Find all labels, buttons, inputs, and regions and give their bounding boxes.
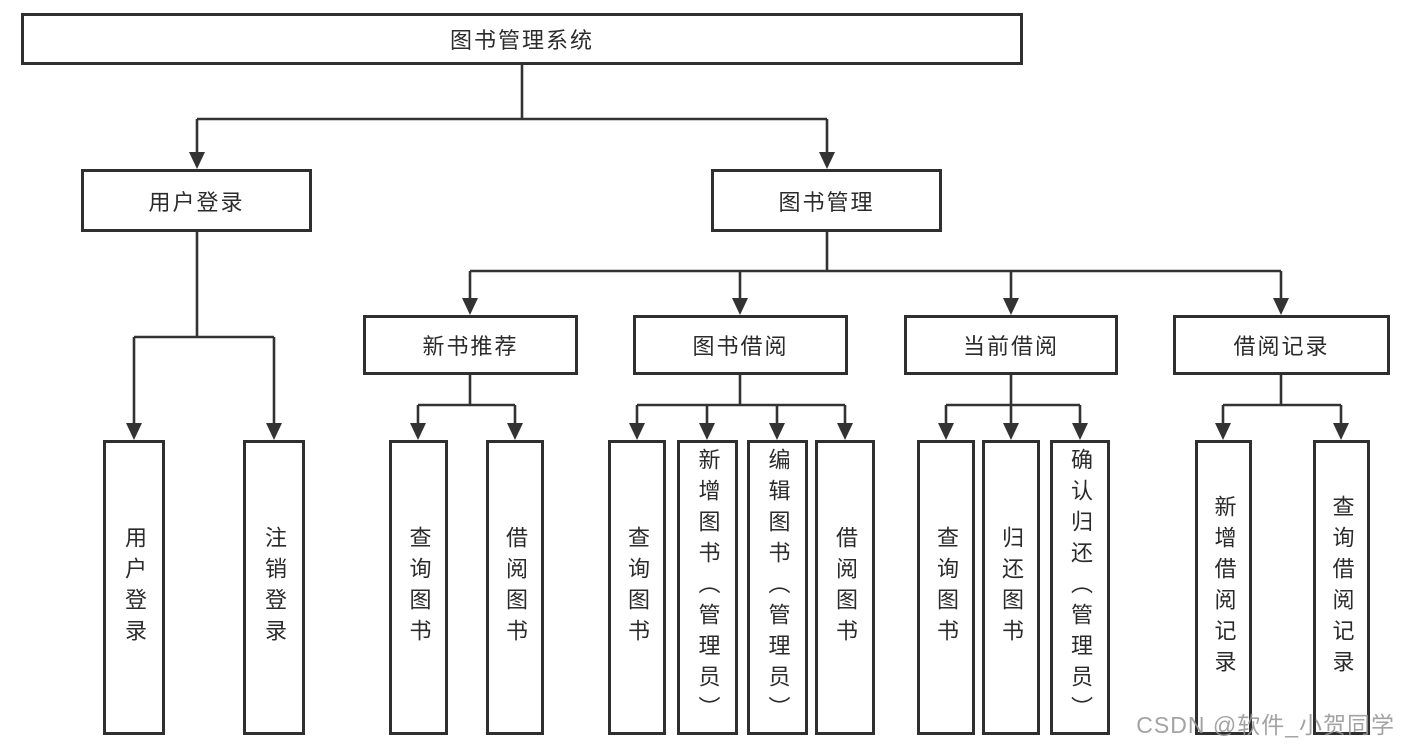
node-label: 查询借阅记录 [1329,494,1355,681]
leaf-borrow-books-borrowing: 借阅图书 [815,440,875,735]
leaf-logout: 注销登录 [243,440,305,735]
leaf-query-books-borrowing: 查询图书 [608,440,666,735]
node-label: 图书借阅 [692,334,789,359]
leaf-add-books-admin: 新增图书（管理员） [677,440,738,735]
node-label: 借阅图书 [833,525,858,650]
leaf-edit-books-admin: 编辑图书（管理员） [747,440,808,735]
node-label: 查询图书 [934,525,959,650]
node-current-borrowing: 当前借阅 [904,315,1118,375]
leaf-return-books: 归还图书 [982,440,1040,735]
node-label: 图书管理系统 [449,28,594,53]
node-library-management-system: 图书管理系统 [21,13,1023,65]
node-label: 确认归还（管理员） [1068,448,1093,727]
node-label: 新增借阅记录 [1211,494,1237,681]
node-label: 借阅记录 [1233,334,1330,359]
leaf-confirm-return-admin: 确认归还（管理员） [1050,440,1110,735]
leaf-query-books-recommend: 查询图书 [389,440,448,735]
node-label: 新书推荐 [422,334,519,359]
node-label: 用户登录 [148,189,245,215]
node-new-book-recommendation: 新书推荐 [363,315,578,375]
watermark-csdn: CSDN @软件_小贺同学 [1136,712,1395,738]
node-label: 查询图书 [406,525,432,650]
leaf-add-borrow-record: 新增借阅记录 [1195,440,1252,735]
node-label: 当前借阅 [962,334,1059,359]
node-book-borrowing: 图书借阅 [633,315,848,375]
node-user-login: 用户登录 [81,169,312,232]
node-borrowing-records: 借阅记录 [1173,315,1390,375]
node-label: 新增图书（管理员） [695,448,721,727]
node-label: 用户登录 [122,525,147,650]
node-label: 图书管理 [778,189,875,215]
leaf-query-borrow-record: 查询借阅记录 [1313,440,1370,735]
leaf-borrow-books-recommend: 借阅图书 [486,440,544,735]
node-label: 注销登录 [262,525,287,650]
node-label: 归还图书 [999,525,1024,650]
leaf-query-books-current: 查询图书 [917,440,975,735]
node-label: 借阅图书 [503,525,528,650]
node-book-management: 图书管理 [711,169,942,232]
node-label: 编辑图书（管理员） [765,448,791,727]
node-label: 查询图书 [625,525,650,650]
leaf-user-login: 用户登录 [103,440,165,735]
